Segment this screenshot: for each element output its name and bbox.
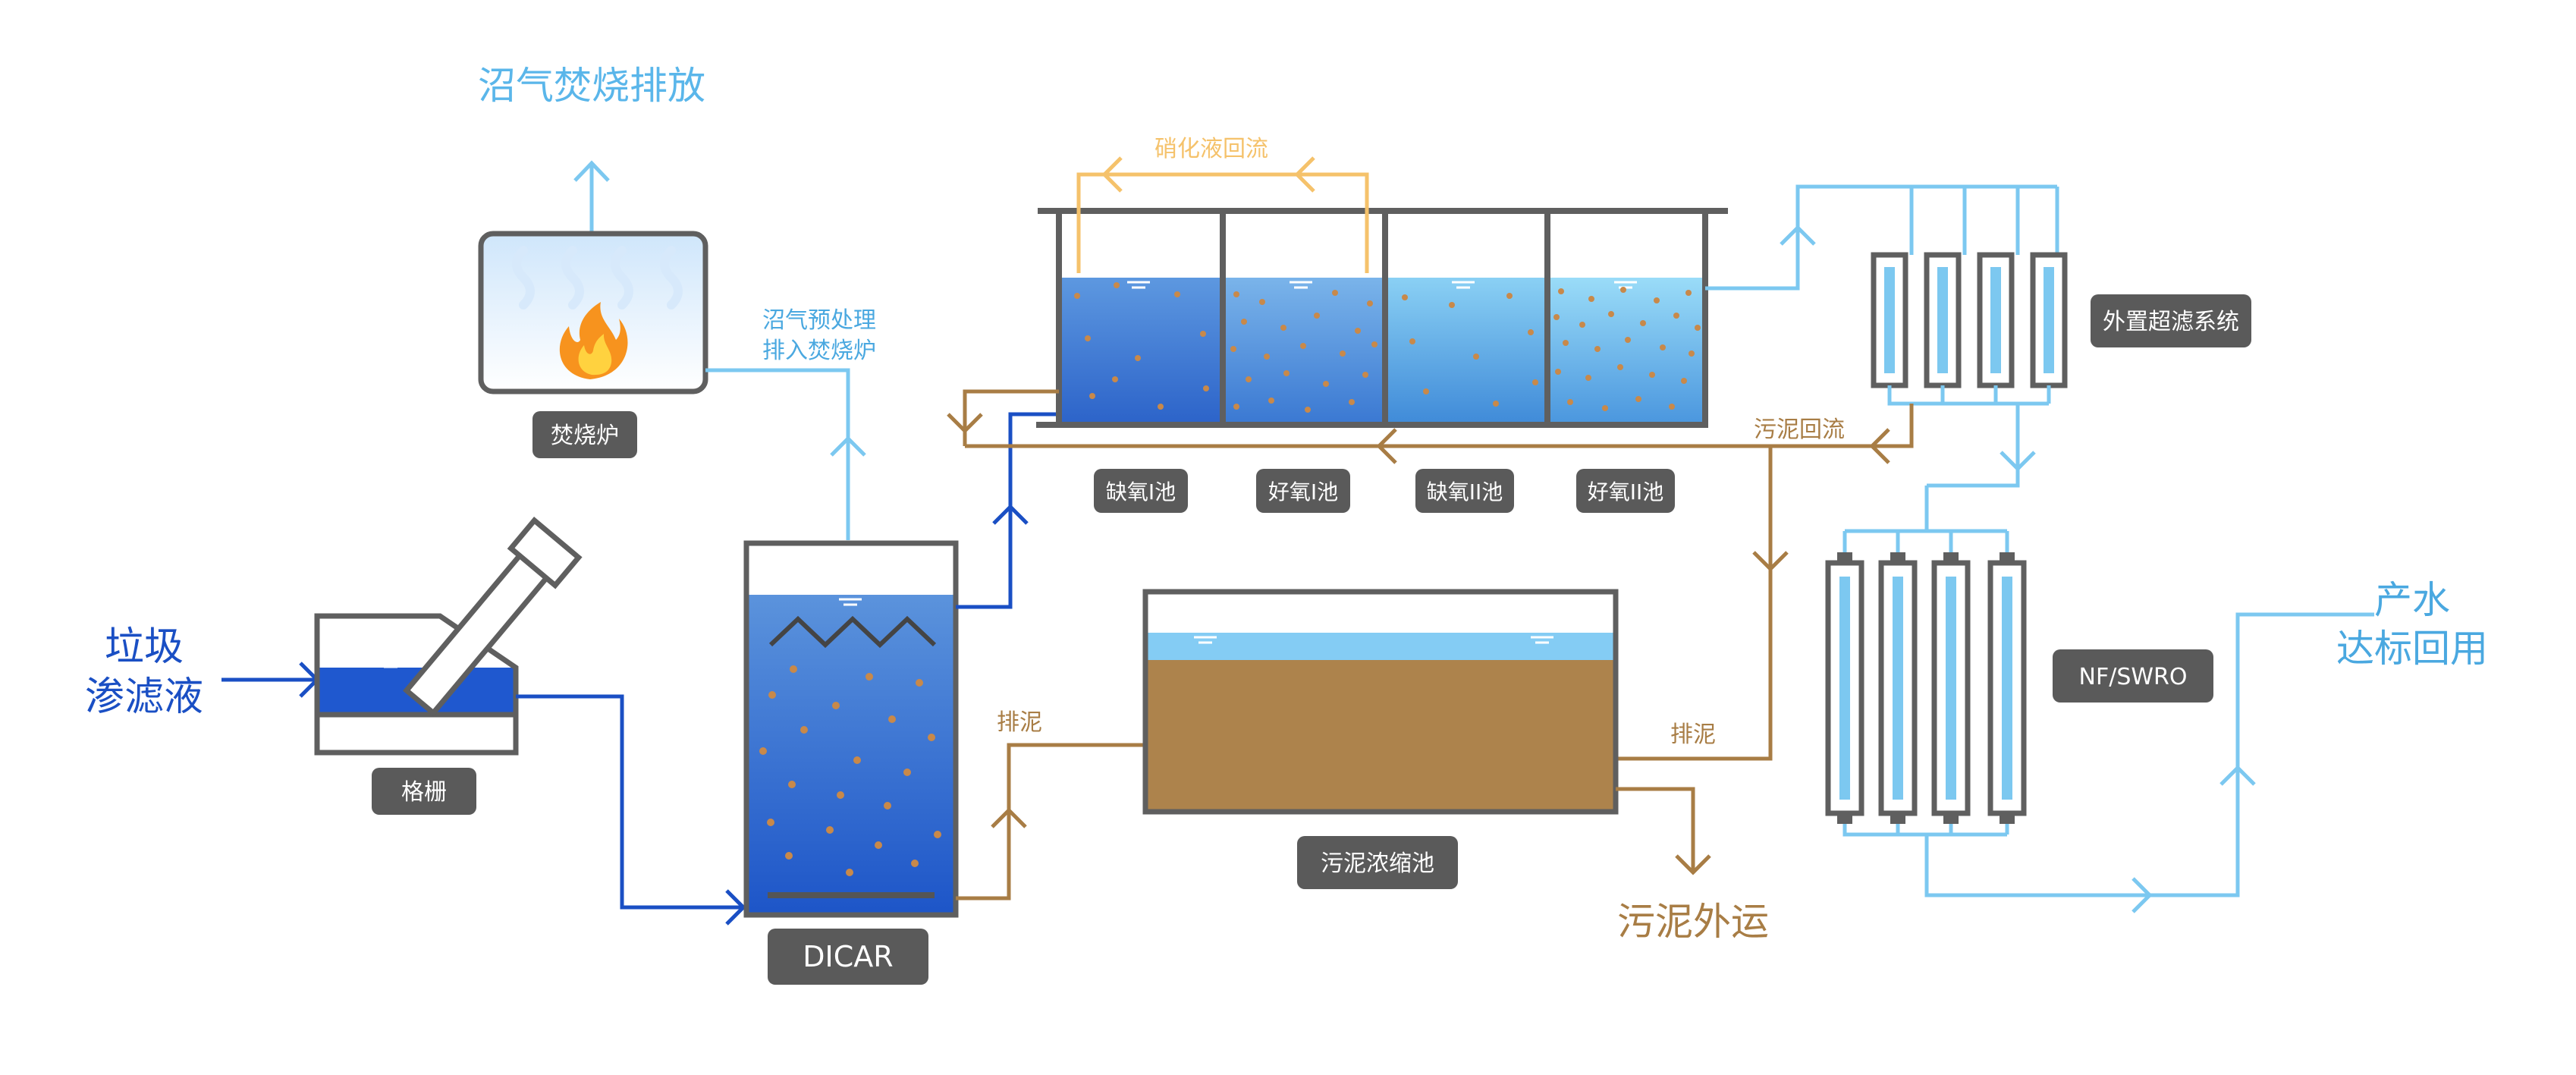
uf-outlet-pipes bbox=[1887, 385, 2051, 488]
water-level-icon bbox=[1127, 281, 1637, 289]
dicar-label: DICAR bbox=[803, 940, 893, 973]
dicar-sludge-pipe bbox=[956, 743, 1145, 901]
thickener-label-bg bbox=[1297, 836, 1458, 889]
product-water-label-1: 产水 bbox=[2374, 578, 2450, 622]
membrane-module-icon bbox=[1871, 252, 2068, 388]
dicar-to-anoxic-pipe bbox=[956, 412, 1059, 609]
sludge-return-label: 污泥回流 bbox=[1754, 416, 1845, 443]
dicar-reactor bbox=[743, 540, 959, 918]
steam-icon bbox=[512, 246, 683, 310]
anoxic-1-particles bbox=[1074, 282, 1209, 410]
flame-icon bbox=[559, 302, 628, 379]
screen-bar bbox=[403, 517, 583, 717]
aerobic-1-particles bbox=[1230, 290, 1378, 413]
nf-inlet-pipes bbox=[1842, 486, 2009, 563]
sludge-thickener bbox=[1142, 589, 1619, 815]
sludge-discharge-label-1: 排泥 bbox=[997, 709, 1042, 736]
incinerator-label-bg bbox=[532, 411, 637, 458]
aerobic-1-label: 好氧I池 bbox=[1268, 479, 1338, 504]
dicar-distributor bbox=[768, 892, 935, 898]
anoxic-2-particles bbox=[1402, 293, 1538, 407]
product-water-label-2: 达标回用 bbox=[2336, 627, 2488, 671]
dicar-label-bg bbox=[768, 929, 928, 985]
anoxic-1-label: 缺氧I池 bbox=[1106, 479, 1176, 504]
water-level-icon bbox=[839, 598, 862, 606]
sludge-out-label: 污泥外运 bbox=[1617, 900, 1769, 944]
sludge-return-pipe bbox=[947, 389, 1914, 761]
nitrate-return-pipe bbox=[1076, 156, 1369, 273]
aerobic-2-particles bbox=[1553, 287, 1701, 411]
sludge-out-pipe bbox=[1616, 787, 1711, 875]
incinerator-label: 焚烧炉 bbox=[551, 423, 619, 449]
water-level-icon bbox=[379, 660, 402, 668]
leachate-label-1: 垃圾 bbox=[105, 624, 184, 670]
nf-outlet-pipes bbox=[1842, 612, 2374, 913]
screen-label-bg bbox=[372, 768, 476, 815]
incinerator bbox=[478, 231, 708, 394]
nitrate-return-label: 硝化液回流 bbox=[1154, 136, 1268, 162]
uf-label-bg bbox=[2091, 294, 2251, 347]
biogas-discharge-arrow bbox=[573, 160, 610, 234]
uf-label: 外置超滤系统 bbox=[2103, 309, 2239, 335]
dicar-separator bbox=[768, 615, 937, 649]
biogas-pretreat-label-2: 排入焚烧炉 bbox=[762, 338, 876, 364]
leachate-inlet-arrow bbox=[221, 662, 320, 698]
biogas-pretreat-label-1: 沼气预处理 bbox=[762, 307, 876, 334]
ao-tank-system bbox=[1036, 208, 1728, 428]
screen-tank bbox=[314, 517, 583, 756]
thickener-label: 污泥浓缩池 bbox=[1321, 850, 1434, 877]
tank-to-uf-pipe bbox=[1705, 184, 2059, 291]
nf-label-bg bbox=[2053, 649, 2213, 703]
water-level-icon bbox=[1194, 636, 1553, 644]
screen-label: 格栅 bbox=[401, 779, 447, 806]
tank-labels: 缺氧I池 好氧I池 缺氧II池 好氧II池 bbox=[1094, 469, 1675, 513]
dicar-sludge-particles bbox=[759, 665, 941, 876]
aerobic-2-label: 好氧II池 bbox=[1588, 479, 1664, 504]
biogas-pipe bbox=[705, 368, 866, 540]
membrane-module-icon bbox=[1825, 552, 2027, 824]
leachate-label-2: 渗滤液 bbox=[85, 674, 203, 720]
screen-to-dicar-pipe bbox=[516, 694, 746, 926]
anoxic-2-label: 缺氧II池 bbox=[1427, 479, 1503, 504]
nf-label: NF/SWRO bbox=[2079, 664, 2188, 690]
sludge-discharge-label-2: 排泥 bbox=[1670, 721, 1716, 748]
biogas-discharge-label: 沼气焚烧排放 bbox=[478, 64, 705, 108]
